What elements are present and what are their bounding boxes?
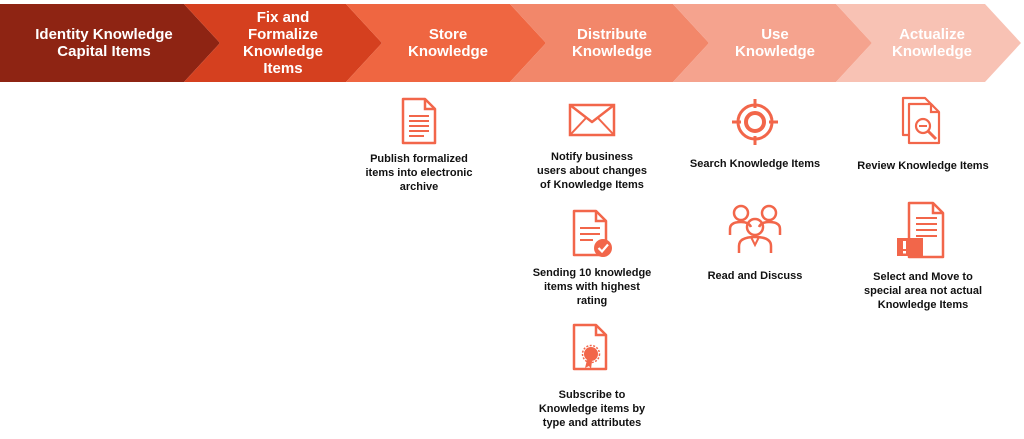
chevron-step-3 [346,4,546,82]
envelope-icon [568,103,616,137]
activity-review-items: Review Knowledge Items [848,95,998,173]
activity-text: Select and Move to special area not actu… [864,271,982,311]
activity-read-discuss: Read and Discuss [680,199,830,283]
document-lines-icon [401,97,437,145]
activity-publish-archive: Publish formalized items into electronic… [344,96,494,194]
chevron-step-2 [184,4,382,82]
chevron-step-5 [673,4,872,82]
activity-text: Subscribe to Knowledge items by type and… [538,389,646,429]
document-magnifier-icon [901,96,941,145]
team-people-icon [728,204,782,253]
activity-search-items: Search Knowledge Items [680,97,830,171]
activity-notify-users: Notify business users about changes of K… [517,100,667,192]
step-label-fix-formalize: Fix and Formalize Knowledge Items [242,9,323,77]
chevron-step-1 [0,4,220,82]
activity-text: Notify business users about changes of K… [536,151,648,191]
chevron-step-6 [836,4,1021,82]
step-label-actualize: Actualize Knowledge [891,26,972,60]
activity-text: Sending 10 knowledge items with highest … [532,267,652,307]
process-chevron-bar [0,4,1021,82]
activity-text: Search Knowledge Items [689,158,821,170]
activity-move-not-actual: Select and Move to special area not actu… [848,200,998,312]
step-label-store: Store Knowledge [407,26,488,60]
activity-send-top-rated: Sending 10 knowledge items with highest … [517,208,667,308]
document-alert-icon [897,201,945,259]
activity-text: Read and Discuss [707,270,803,282]
chevron-step-4 [510,4,709,82]
activity-text: Review Knowledge Items [857,160,989,172]
document-check-icon [572,209,612,257]
step-label-identity: Identity Knowledge Capital Items [35,26,173,60]
target-icon [732,99,778,145]
certificate-seal-icon [572,323,608,371]
step-label-use: Use Knowledge [734,26,815,60]
activity-text: Publish formalized items into electronic… [365,153,473,193]
step-label-distribute: Distribute Knowledge [571,26,652,60]
activity-subscribe: Subscribe to Knowledge items by type and… [517,322,667,430]
